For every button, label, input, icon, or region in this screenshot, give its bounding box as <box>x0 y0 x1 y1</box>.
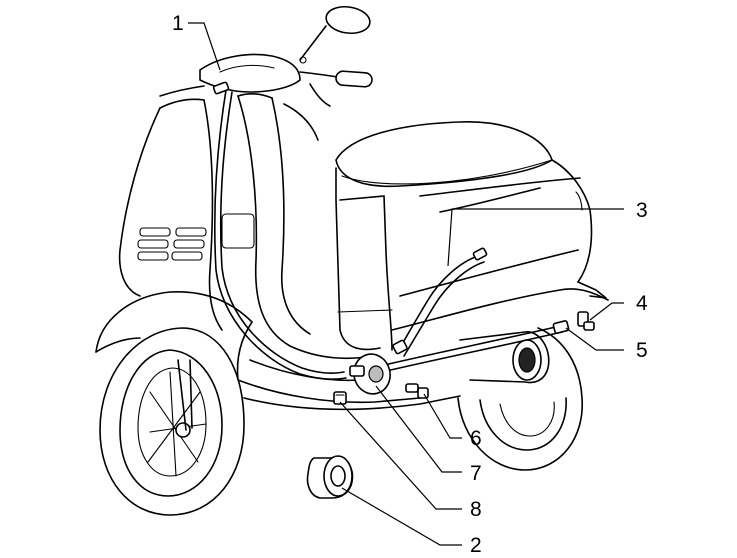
clip <box>333 391 347 405</box>
callout-label-5: 5 <box>636 339 648 362</box>
inner-shield <box>221 93 373 360</box>
speedometer-cable <box>212 81 347 380</box>
screw-4 <box>577 311 595 331</box>
callout-label-2: 2 <box>470 534 482 553</box>
callout-label-7: 7 <box>470 462 482 485</box>
callout-label-4: 4 <box>636 292 648 315</box>
muffler <box>459 331 550 384</box>
transmission-cable <box>392 247 488 357</box>
callout-label-8: 8 <box>470 498 482 521</box>
callout-label-6: 6 <box>470 427 482 450</box>
rear-body <box>335 159 609 351</box>
rubber-ring <box>306 455 354 499</box>
front-fender <box>95 291 253 381</box>
callout-labels: 1 3 4 5 6 7 8 2 <box>172 12 648 557</box>
handlebar <box>159 5 373 107</box>
rear-wheel <box>457 327 583 471</box>
leader-lines <box>188 22 624 546</box>
front-wheel <box>99 327 245 516</box>
seat <box>335 121 553 188</box>
rear-cable <box>379 320 570 373</box>
callout-label-3: 3 <box>636 199 648 222</box>
callout-label-1: 1 <box>172 12 184 35</box>
floorboard <box>237 359 461 411</box>
screw-6 <box>405 383 429 399</box>
leg-shield <box>118 98 223 331</box>
